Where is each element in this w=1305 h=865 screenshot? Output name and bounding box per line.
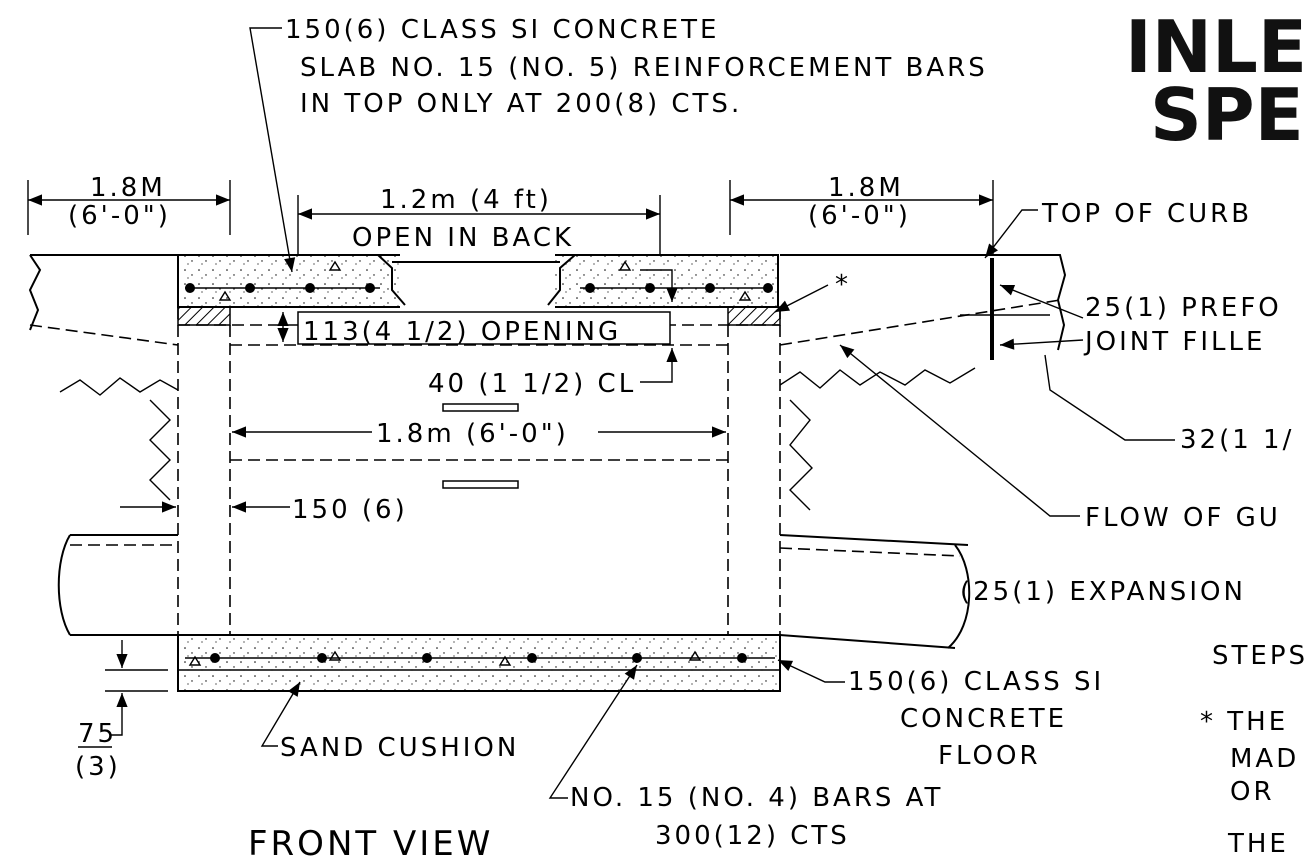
earth-left-side: [149, 399, 171, 501]
cushion-arrow-bot: [110, 693, 128, 736]
note-line-2: MAD: [1230, 744, 1299, 774]
floor-label-line-1: 150(6) CLASS SI: [848, 667, 1104, 697]
front-view-label: FRONT VIEW: [248, 824, 493, 864]
opening-label-box: [297, 311, 671, 345]
slab-note-line-2: SLAB NO. 15 (NO. 5) REINFORCEMENT BARS: [300, 53, 988, 83]
dim-left-ft: (6'-0"): [68, 201, 171, 231]
clear-leader: [640, 348, 678, 383]
slab-note-line-3: IN TOP ONLY AT 200(8) CTS.: [300, 89, 742, 119]
gutter-line-left: [29, 324, 179, 346]
sand-cushion-label: SAND CUSHION: [280, 733, 519, 763]
cushion-dim-top: 75: [78, 719, 117, 749]
earth-left: [59, 377, 179, 396]
floor-label-line-2: CONCRETE: [900, 704, 1067, 734]
bars-leader: [548, 664, 638, 799]
joint-filler-right: [727, 306, 781, 326]
top-rebar-dots: [185, 283, 773, 293]
flow-leader: [839, 344, 1080, 517]
dim-left-m: 1.8M: [90, 173, 166, 203]
asterisk-mark: *: [835, 270, 851, 300]
bars-label-line-1: NO. 15 (NO. 4) BARS AT: [570, 783, 943, 813]
top-of-curb-label: TOP OF CURB: [1041, 199, 1252, 229]
note-line-3: OR: [1230, 777, 1275, 807]
expansion-label: (25(1) EXPANSION: [960, 577, 1246, 607]
slab-leader: [249, 27, 296, 273]
prefo-line-1: 25(1) PREFO: [1085, 293, 1282, 323]
note-line-4: THE: [1227, 829, 1289, 859]
gutter-line-right: [779, 299, 1061, 346]
dim-mid-note: OPEN IN BACK: [352, 223, 574, 253]
gutter-dim-label: 32(1 1/: [1180, 425, 1294, 455]
pipe-end-left: [57, 534, 71, 636]
earth-right-side: [789, 399, 813, 511]
cl-leader-top: [640, 269, 678, 302]
pipe-end-right: [947, 544, 971, 649]
top-of-curb-leader: [984, 209, 1038, 259]
pipe-outline: [70, 534, 969, 649]
step-rung-1: [442, 403, 519, 412]
bars-label-line-2: 300(12) CTS: [655, 821, 850, 851]
clear-label: 40 (1 1/2) CL: [428, 369, 636, 399]
dim-right-ft: (6'-0"): [808, 201, 911, 231]
sand-leader: [260, 681, 301, 747]
earth-right: [779, 367, 976, 389]
opening-label: 113(4 1/2) OPENING: [303, 317, 621, 347]
wall-dim-label: 150 (6): [292, 495, 408, 525]
opening-edges: [377, 254, 576, 306]
steps-label: STEPS: [1212, 641, 1305, 671]
floor-leader: [777, 659, 845, 683]
title-line-2: SPEC: [1150, 73, 1305, 157]
prefo-leader: [999, 284, 1084, 319]
step-rung-2: [442, 480, 519, 489]
cushion-dim-bot: (3): [75, 752, 121, 782]
pavement-left: [28, 254, 178, 331]
slab-note-line-1: 150(6) CLASS SI CONCRETE: [285, 15, 719, 45]
prefo-leader-2: [999, 338, 1084, 350]
prefo-line-2: JOINT FILLE: [1083, 327, 1265, 357]
flow-label: FLOW OF GU: [1085, 503, 1281, 533]
title-line-1: INLET: [1125, 5, 1305, 89]
floor-label-line-3: FLOOR: [938, 741, 1041, 771]
dim-mid-m: 1.2m (4 ft): [380, 185, 552, 215]
joint-filler-left: [177, 306, 231, 326]
inner-width-label: 1.8m (6'-0"): [376, 419, 569, 449]
gutter-dim-leader: [1044, 354, 1175, 441]
pavement-right: [780, 254, 1067, 351]
pipe-inner-right: [779, 547, 961, 557]
dim-right-m: 1.8M: [828, 173, 904, 203]
floor-slab: [177, 634, 781, 692]
floor-rebar-dots: [210, 653, 747, 663]
asterisk-leader: [774, 284, 829, 313]
note-line-1: * THE: [1200, 707, 1288, 737]
